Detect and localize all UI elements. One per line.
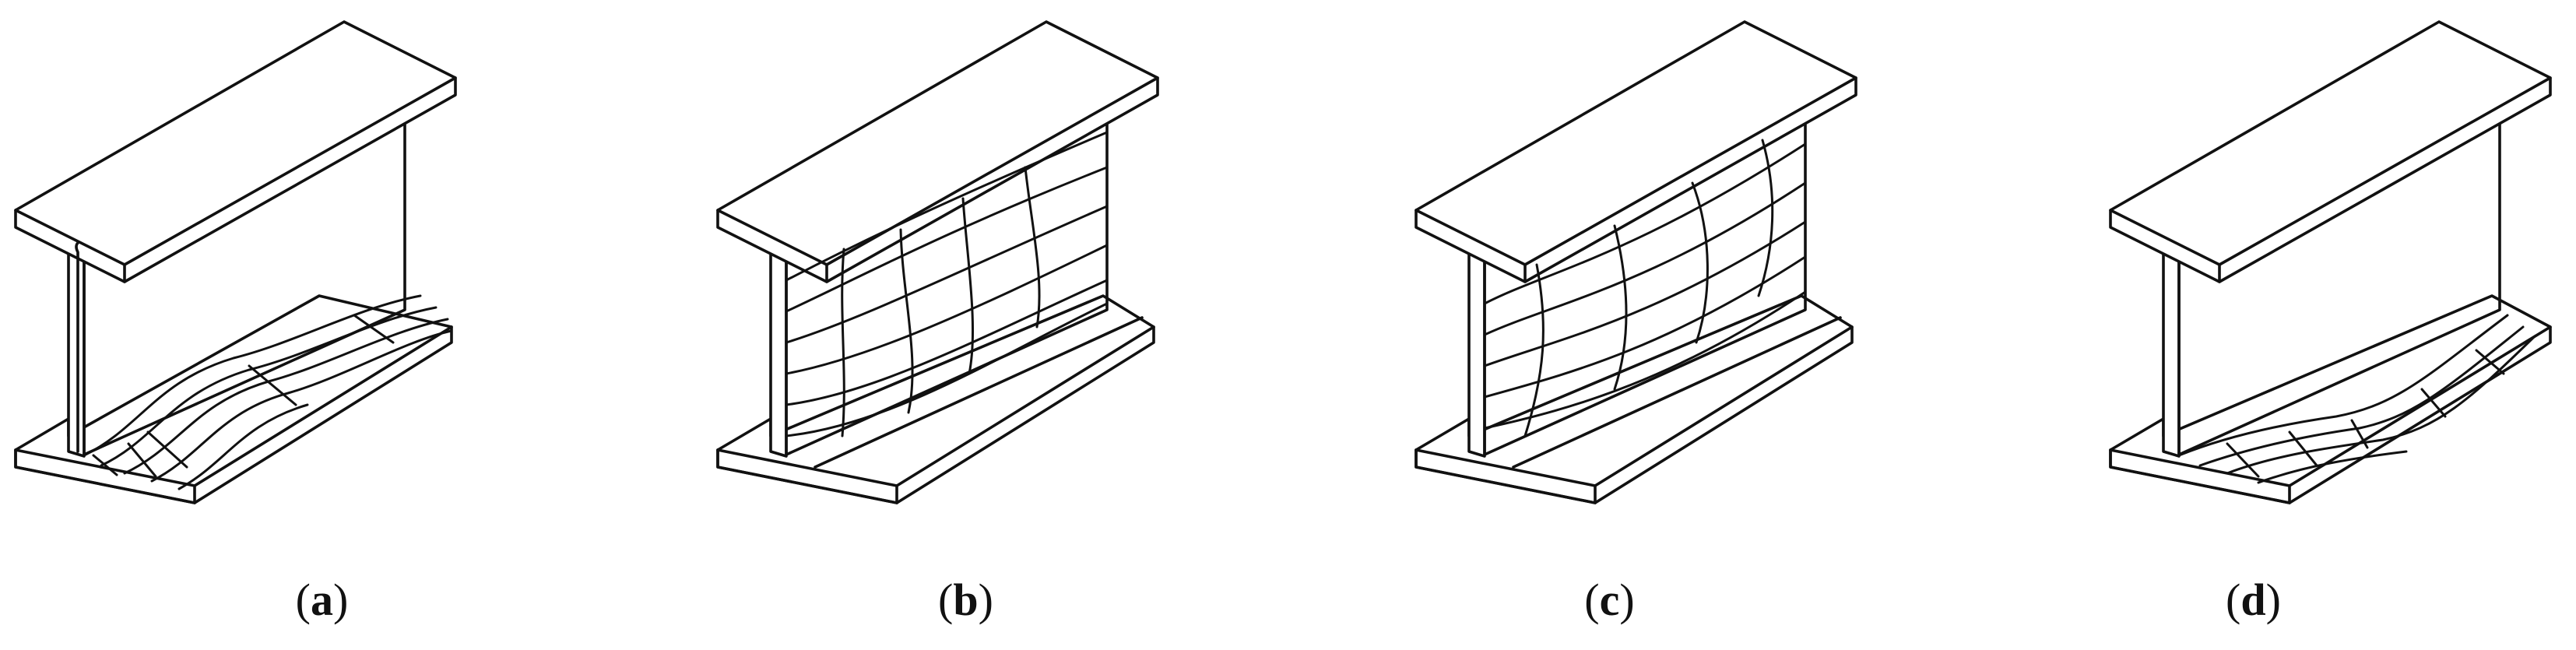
i-beam-b [716,20,1159,504]
caption-d: (d) [2226,574,2281,625]
buckled-flange-mesh [83,294,453,490]
panel-b: (b) [644,0,1288,650]
top-flange [1415,20,1857,283]
caption-a: (a) [295,574,349,625]
distorted-web-mesh [785,131,1109,437]
caption-c: (c) [1584,574,1635,625]
top-flange [716,20,1159,283]
caption-b: (b) [938,574,993,625]
panel-c: (c) [1288,0,1931,650]
i-beam-c [1415,20,1857,504]
buckled-web-mesh [1483,139,1807,437]
top-flange [14,20,457,453]
i-beam-d [2109,20,2552,504]
i-beam-a [14,20,457,504]
top-flange [2109,20,2552,283]
wavy-flange-mesh [2177,314,2536,484]
panel-d: (d) [1931,0,2575,650]
panel-a: (a) [0,0,644,650]
web [1467,100,1842,469]
